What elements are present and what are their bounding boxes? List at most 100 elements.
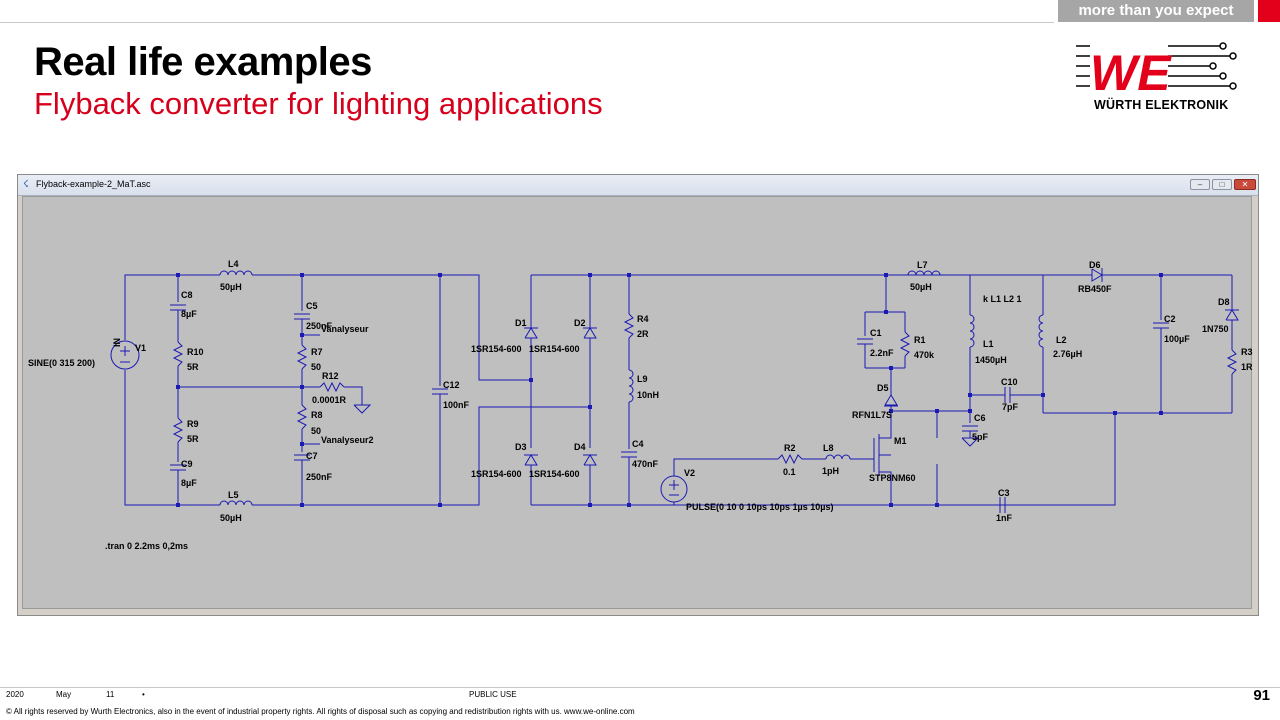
c2-name: C2	[1164, 314, 1176, 324]
v1-pin: IN	[112, 338, 122, 347]
footer-day: 11	[106, 690, 115, 699]
l7-value: 50µH	[910, 282, 932, 292]
l9-value: 10nH	[637, 390, 659, 400]
d1-value: 1SR154-600	[471, 344, 522, 354]
d6-value: RB450F	[1078, 284, 1112, 294]
d1-name: D1	[515, 318, 527, 328]
l5-name: L5	[228, 490, 239, 500]
c9-value: 8µF	[181, 478, 197, 488]
c12-value: 100nF	[443, 400, 470, 410]
l8-name: L8	[823, 443, 834, 453]
footer-year: 2020	[6, 690, 24, 699]
footer-classification: PUBLIC USE	[469, 690, 517, 699]
l4-name: L4	[228, 259, 239, 269]
r8-name: R8	[311, 410, 323, 420]
c2-value: 100µF	[1164, 334, 1190, 344]
tagline-banner: more than you expect	[1058, 0, 1254, 22]
c6-name: C6	[974, 413, 986, 423]
c5-value: 250nF	[306, 321, 333, 331]
maximize-button[interactable]: □	[1212, 179, 1232, 190]
slide-subtitle: Flyback converter for lighting applicati…	[34, 86, 603, 121]
v2-name: V2	[684, 468, 695, 478]
footer-bullet: •	[142, 690, 145, 699]
net-vanalyseur2: Vanalyseur2	[321, 435, 374, 445]
l9-name: L9	[637, 374, 648, 384]
r10-value: 5R	[187, 362, 199, 372]
v2-value: PULSE(0 10 0 10ps 10ps 1µs 10µs)	[686, 502, 833, 512]
r2-name: R2	[784, 443, 796, 453]
c10-name: C10	[1001, 377, 1018, 387]
m1-name: M1	[894, 436, 907, 446]
c8-value: 8µF	[181, 309, 197, 319]
c10-value: 7pF	[1002, 402, 1019, 412]
r9-name: R9	[187, 419, 199, 429]
d3-value: 1SR154-600	[471, 469, 522, 479]
minimize-button[interactable]: –	[1190, 179, 1210, 190]
d2-name: D2	[574, 318, 586, 328]
c12-name: C12	[443, 380, 460, 390]
l1-name: L1	[983, 339, 994, 349]
page-number: 91	[1253, 687, 1270, 704]
c3-name: C3	[998, 488, 1010, 498]
l4-value: 50µH	[220, 282, 242, 292]
r7-value: 50	[311, 362, 321, 372]
r9-value: 5R	[187, 434, 199, 444]
d4-value: 1SR154-600	[529, 469, 580, 479]
l1-value: 1450µH	[975, 355, 1007, 365]
r3-value: 1R	[1241, 362, 1253, 372]
footer-month: May	[56, 690, 72, 699]
ltspice-app-icon: ☇	[23, 179, 29, 190]
d6-name: D6	[1089, 260, 1101, 270]
c7-name: C7	[306, 451, 318, 461]
logo-wordmark: WÜRTH ELEKTRONIK	[1094, 98, 1229, 112]
d4-name: D4	[574, 442, 586, 452]
r1-value: 470k	[914, 350, 935, 360]
r7-name: R7	[311, 347, 323, 357]
c1-name: C1	[870, 328, 882, 338]
r1-name: R1	[914, 335, 926, 345]
schematic-diagram: SINE(0 315 200) V1 IN L4 50µH L5 50µH C8…	[28, 259, 1253, 551]
logo-mark: WE	[1090, 45, 1172, 101]
l2-value: 2.76µH	[1053, 349, 1082, 359]
l5-value: 50µH	[220, 513, 242, 523]
wurth-logo: WE	[1076, 42, 1237, 101]
copyright-notice: © All rights reserved by Wurth Electroni…	[6, 707, 635, 716]
c4-value: 470nF	[632, 459, 659, 469]
r12-name: R12	[322, 371, 339, 381]
d5-value: RFN1L7S	[852, 410, 892, 420]
l8-value: 1pH	[822, 466, 839, 476]
window-titlebar[interactable]: ☇ Flyback-example-2_MaT.asc – □ ✕	[18, 175, 1258, 196]
r8-value: 50	[311, 426, 321, 436]
close-button[interactable]: ✕	[1234, 179, 1256, 190]
brand-square	[1258, 0, 1280, 22]
header-divider	[0, 22, 1054, 23]
l7-name: L7	[917, 260, 928, 270]
slide-title: Real life examples	[34, 40, 372, 84]
coupling-directive: k L1 L2 1	[983, 294, 1022, 304]
c4-name: C4	[632, 439, 644, 449]
d2-value: 1SR154-600	[529, 344, 580, 354]
c6-value: 5pF	[972, 432, 989, 442]
d3-name: D3	[515, 442, 527, 452]
r3-name: R3	[1241, 347, 1253, 357]
c7-value: 250nF	[306, 472, 333, 482]
d8-value: 1N750	[1202, 324, 1229, 334]
net-vanalyseur: Vanalyseur	[321, 324, 369, 334]
footer-divider	[0, 687, 1280, 688]
ltspice-window: ☇ Flyback-example-2_MaT.asc – □ ✕	[17, 174, 1259, 616]
c5-name: C5	[306, 301, 318, 311]
m1-value: STP8NM60	[869, 473, 916, 483]
v1-name: V1	[135, 343, 146, 353]
c8-name: C8	[181, 290, 193, 300]
window-title: Flyback-example-2_MaT.asc	[36, 179, 151, 189]
schematic-canvas[interactable]: SINE(0 315 200) V1 IN L4 50µH L5 50µH C8…	[22, 196, 1253, 609]
r4-value: 2R	[637, 329, 649, 339]
r12-value: 0.0001R	[312, 395, 347, 405]
c3-value: 1nF	[996, 513, 1013, 523]
c1-value: 2.2nF	[870, 348, 894, 358]
r10-name: R10	[187, 347, 204, 357]
d8-name: D8	[1218, 297, 1230, 307]
l2-name: L2	[1056, 335, 1067, 345]
r4-name: R4	[637, 314, 649, 324]
tran-directive: .tran 0 2.2ms 0,2ms	[105, 541, 188, 551]
